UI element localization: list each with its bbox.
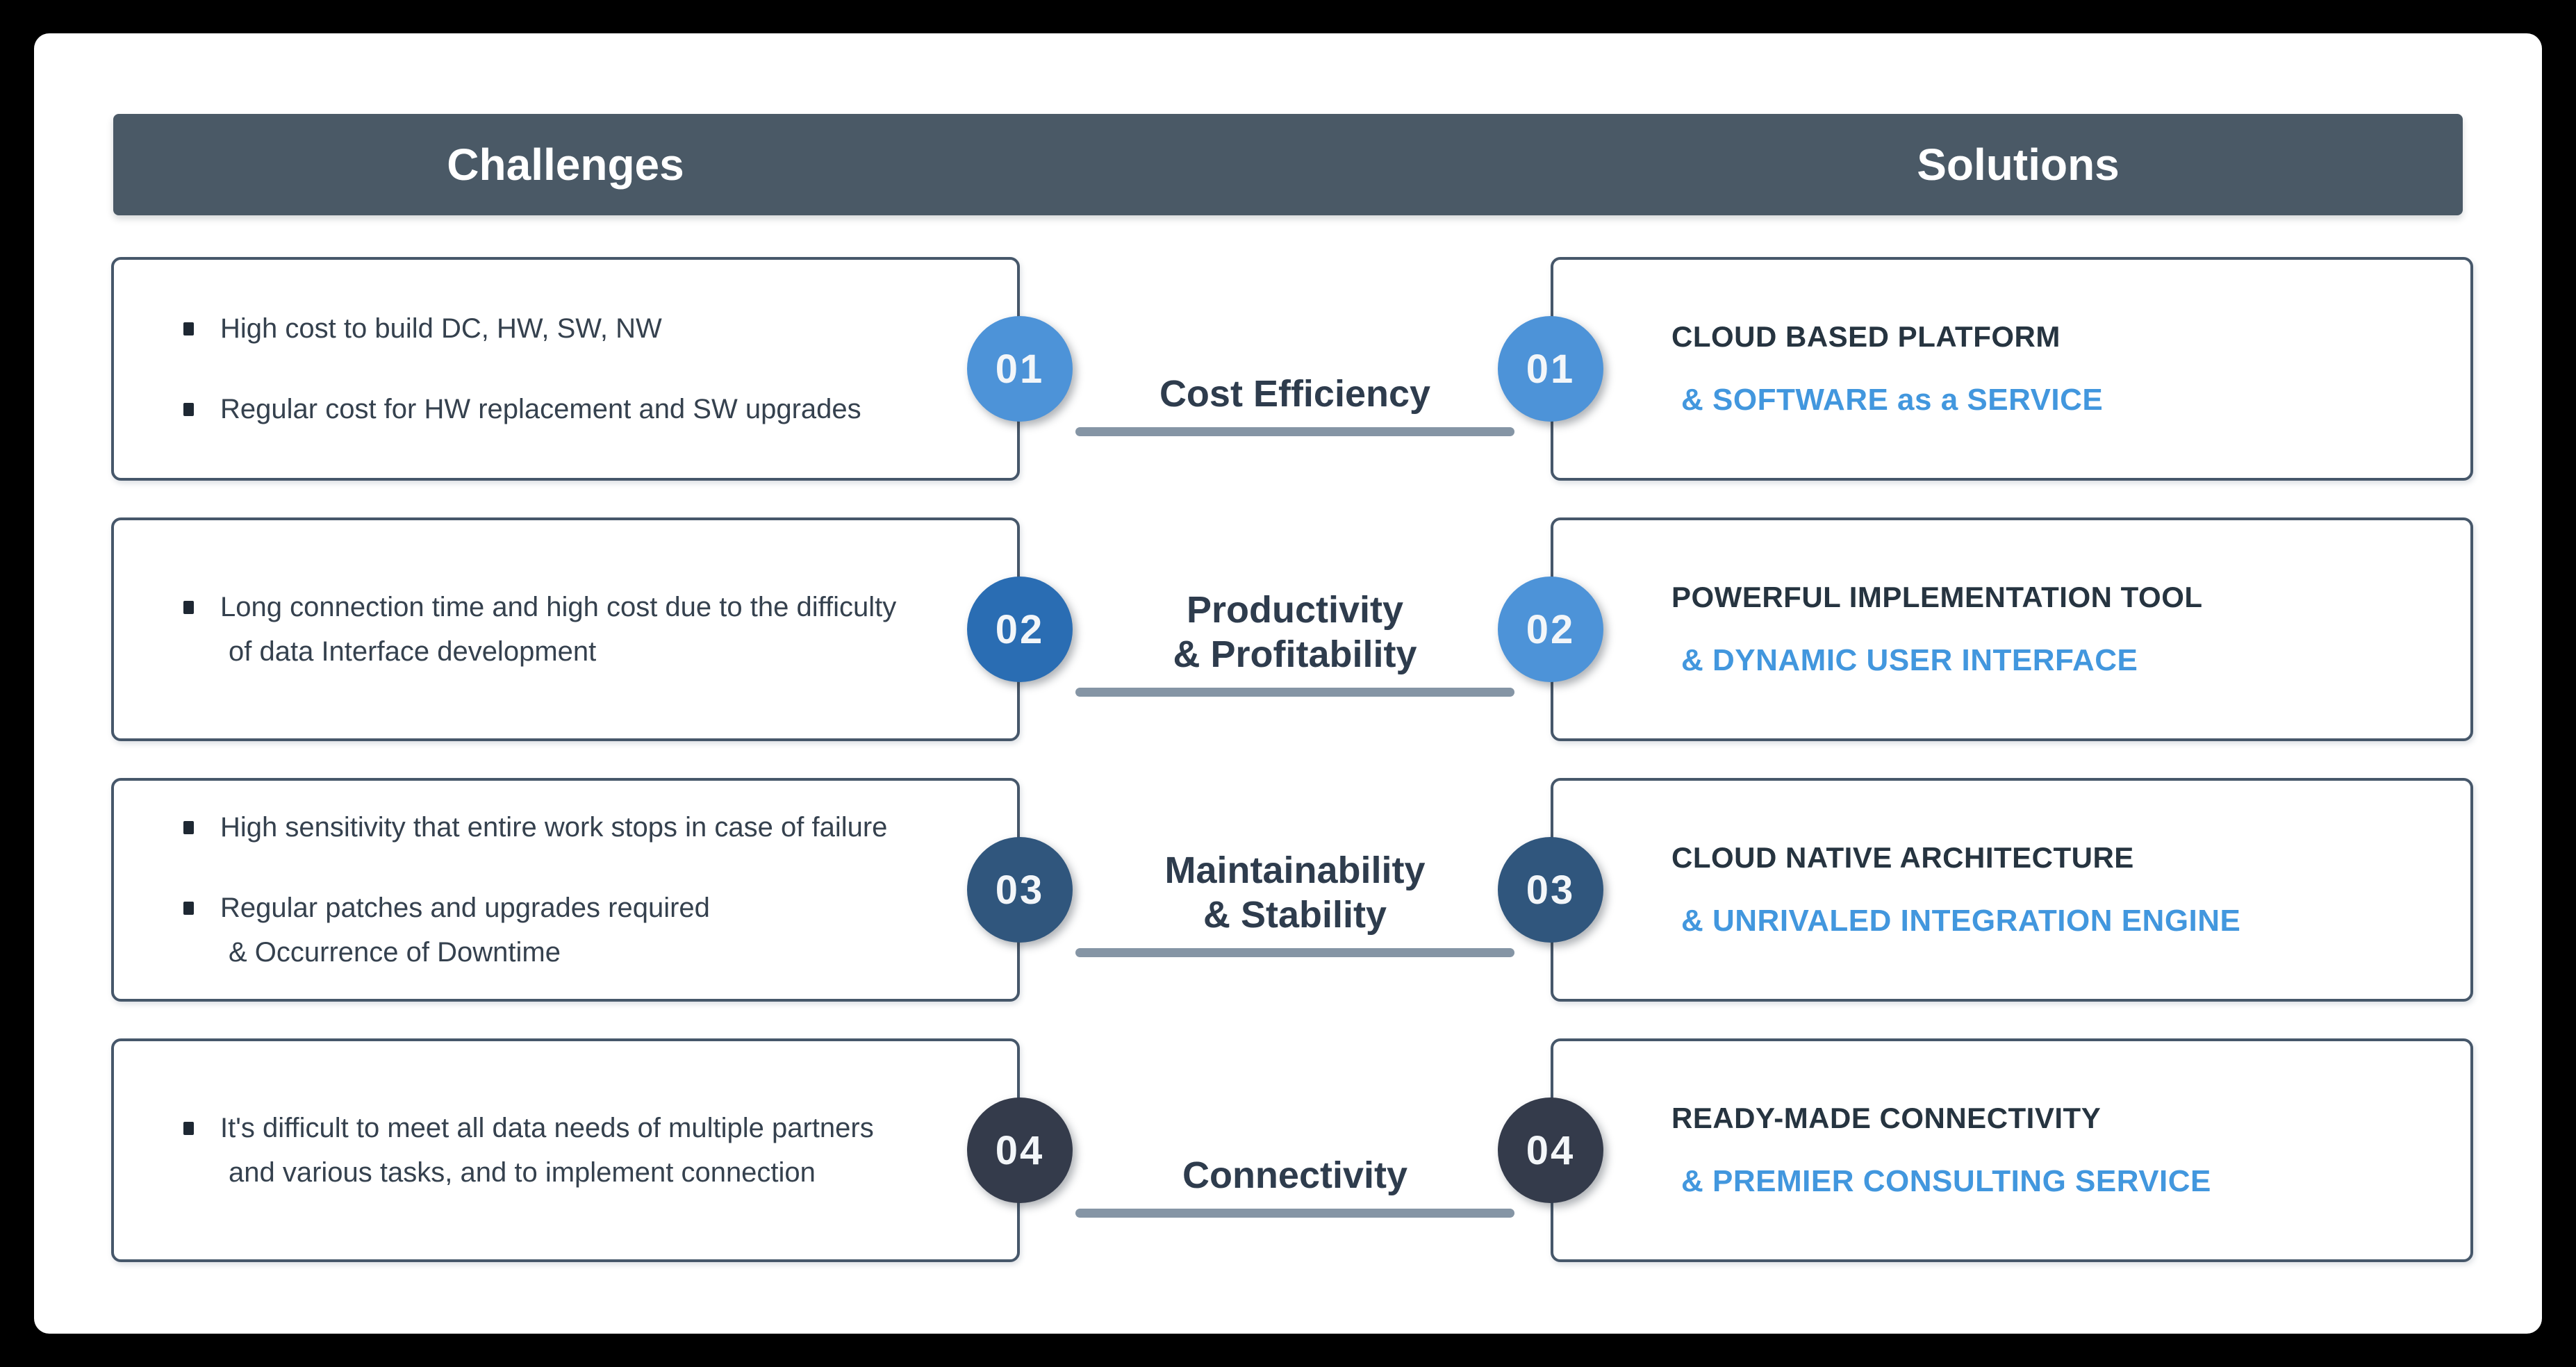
solution-title: READY-MADE CONNECTIVITY (1671, 1102, 2102, 1134)
solution-subtitle: & UNRIVALED INTEGRATION ENGINE (1681, 904, 2241, 938)
solution-card: CLOUD BASED PLATFORM & SOFTWARE as a SER… (1551, 257, 2473, 481)
challenge-card: It's difficult to meet all data needs of… (111, 1038, 1020, 1262)
step-number-badge-left: 03 (967, 837, 1073, 943)
row-label-line: & Profitability (1173, 633, 1417, 675)
row-divider (1075, 1209, 1514, 1218)
bullet-icon (183, 403, 194, 416)
solution-card: READY-MADE CONNECTIVITY & PREMIER CONSUL… (1551, 1038, 2473, 1262)
challenge-bullet-item: High sensitivity that entire work stops … (183, 805, 975, 850)
challenge-text: & Occurrence of Downtime (229, 937, 561, 968)
challenge-card: High sensitivity that entire work stops … (111, 778, 1020, 1002)
solution-title: CLOUD NATIVE ARCHITECTURE (1671, 841, 2134, 874)
challenge-bullet-item: Regular cost for HW replacement and SW u… (183, 387, 975, 431)
row-center: Productivity & Profitability (1075, 517, 1514, 741)
challenge-text: of data Interface development (229, 636, 597, 667)
row-label-line: & Stability (1203, 894, 1387, 936)
row-label-line: Productivity (1186, 589, 1404, 631)
row-label: Maintainability & Stability (1075, 848, 1514, 937)
header-bar: Challenges Solutions (113, 114, 2463, 215)
bullet-icon (183, 902, 194, 915)
solution-title: POWERFUL IMPLEMENTATION TOOL (1671, 581, 2203, 613)
step-number-badge-left: 02 (967, 577, 1073, 682)
step-number-badge-left: 01 (967, 316, 1073, 422)
challenge-bullet-item: Long connection time and high cost due t… (183, 585, 975, 674)
solution-title: CLOUD BASED PLATFORM (1671, 320, 2061, 353)
challenge-card: High cost to build DC, HW, SW, NW Regula… (111, 257, 1020, 481)
challenge-text: Long connection time and high cost due t… (220, 592, 897, 622)
header-title-solutions: Solutions (1917, 140, 2120, 190)
challenge-card: Long connection time and high cost due t… (111, 517, 1020, 741)
challenge-text: High sensitivity that entire work stops … (220, 812, 888, 843)
step-number-badge-left: 04 (967, 1097, 1073, 1203)
challenge-text: High cost to build DC, HW, SW, NW (220, 313, 662, 344)
solution-subtitle: & PREMIER CONSULTING SERVICE (1681, 1164, 2211, 1198)
bullet-icon (183, 601, 194, 614)
step-number-badge-right: 01 (1498, 316, 1603, 422)
challenge-text: and various tasks, and to implement conn… (229, 1157, 816, 1188)
challenge-text: Regular patches and upgrades required (220, 893, 710, 923)
step-number-badge-right: 02 (1498, 577, 1603, 682)
row-divider (1075, 688, 1514, 697)
row-label-line: Maintainability (1164, 850, 1426, 891)
row-03: High sensitivity that entire work stops … (34, 778, 2542, 1002)
challenge-text: It's difficult to meet all data needs of… (220, 1113, 874, 1143)
challenge-bullet-item: High cost to build DC, HW, SW, NW (183, 306, 975, 351)
row-divider (1075, 427, 1514, 436)
slide-page: Challenges Solutions High cost to build … (34, 33, 2542, 1334)
row-02: Long connection time and high cost due t… (34, 517, 2542, 741)
solution-card: CLOUD NATIVE ARCHITECTURE & UNRIVALED IN… (1551, 778, 2473, 1002)
step-number-badge-right: 03 (1498, 837, 1603, 943)
challenge-bullet-item: It's difficult to meet all data needs of… (183, 1106, 975, 1195)
solution-subtitle: & SOFTWARE as a SERVICE (1681, 383, 2104, 417)
challenge-bullet-item: Regular patches and upgrades required & … (183, 886, 975, 975)
row-label: Connectivity (1075, 1153, 1514, 1198)
header-title-challenges: Challenges (447, 140, 684, 190)
row-04: It's difficult to meet all data needs of… (34, 1038, 2542, 1262)
row-center: Maintainability & Stability (1075, 778, 1514, 1002)
row-01: High cost to build DC, HW, SW, NW Regula… (34, 257, 2542, 481)
bullet-icon (183, 322, 194, 335)
challenge-text: Regular cost for HW replacement and SW u… (220, 394, 861, 424)
row-center: Cost Efficiency (1075, 257, 1514, 481)
solution-card: POWERFUL IMPLEMENTATION TOOL & DYNAMIC U… (1551, 517, 2473, 741)
bullet-icon (183, 821, 194, 834)
row-label: Productivity & Profitability (1075, 588, 1514, 677)
row-divider (1075, 948, 1514, 957)
row-label: Cost Efficiency (1075, 372, 1514, 416)
solution-subtitle: & DYNAMIC USER INTERFACE (1681, 643, 2138, 677)
step-number-badge-right: 04 (1498, 1097, 1603, 1203)
row-label-line: Connectivity (1182, 1154, 1408, 1196)
row-label-line: Cost Efficiency (1159, 373, 1431, 415)
row-center: Connectivity (1075, 1038, 1514, 1262)
bullet-icon (183, 1122, 194, 1135)
